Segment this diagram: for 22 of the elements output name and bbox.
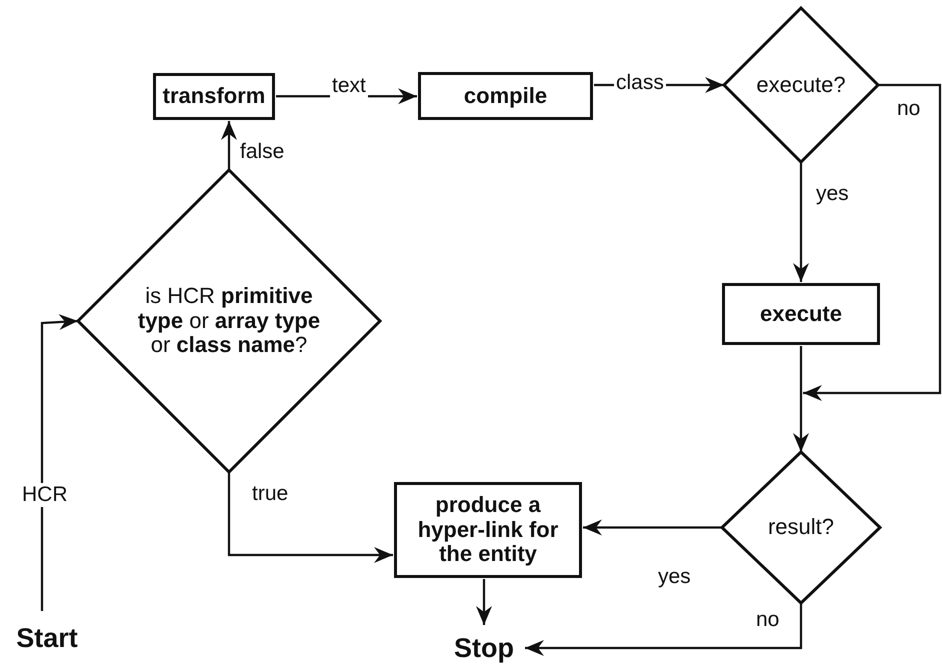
arrow — [228, 472, 393, 563]
arrow — [40, 314, 78, 611]
node-text: transform — [162, 84, 266, 109]
arrow — [583, 520, 722, 536]
arrow — [525, 603, 802, 656]
arrow — [793, 393, 809, 452]
arrow — [476, 579, 492, 625]
arrow — [221, 121, 237, 170]
stop-label: Stop — [454, 632, 514, 664]
node-text: produce a hyper-link for the entity — [416, 493, 560, 567]
arrow — [803, 84, 942, 401]
node-text: compile — [464, 84, 548, 108]
start-label: Start — [16, 622, 78, 654]
process-box — [394, 482, 582, 578]
process-box — [722, 283, 880, 345]
node-text: execute — [760, 302, 842, 326]
node-text: execute? — [755, 72, 847, 98]
process-box — [153, 73, 275, 120]
process-box — [418, 72, 593, 120]
node-text: is HCR primitive type or array type or class name? — [136, 284, 322, 358]
node-text: result? — [766, 515, 836, 540]
arrow — [793, 162, 809, 282]
